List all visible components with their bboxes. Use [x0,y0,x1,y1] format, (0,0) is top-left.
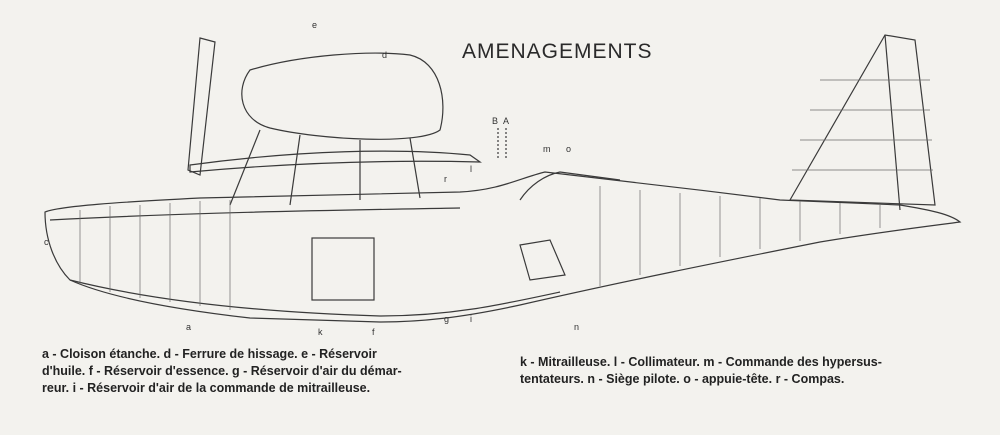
fuel-tank [311,237,375,301]
callout-f: f [372,327,375,337]
propeller [187,37,216,176]
callout-d: d [382,50,387,60]
caption-left-line: d'huile. f - Réservoir d'essence. g - Ré… [42,364,402,378]
pilot-seat [519,239,566,281]
callout-i: i [470,314,472,324]
caption-right-line: tentateurs. n - Siège pilote. o - appuie… [520,372,845,386]
hull-outline [44,171,962,323]
callout-l: l [470,164,472,174]
mark-A: A [503,116,509,126]
callout-e: e [312,20,317,30]
engine-nacelle [241,52,444,140]
hull-cutaway-drawing: B A a c d e f g i k l m n o r [44,20,962,337]
figure-title: AMENAGEMENTS [462,40,653,63]
caption-right-line: k - Mitrailleuse. l - Collimateur. m - C… [520,355,882,369]
callout-r: r [444,174,447,184]
caption-right: k - Mitrailleuse. l - Collimateur. m - C… [520,354,882,388]
tail-fin [788,34,936,206]
callout-k: k [318,327,323,337]
callout-g: g [444,314,449,324]
callout-a: a [186,322,191,332]
caption-left: a - Cloison étanche. d - Ferrure de hiss… [42,346,402,397]
callout-o: o [566,144,571,154]
mark-B: B [492,116,498,126]
caption-left-line: a - Cloison étanche. d - Ferrure de hiss… [42,347,377,361]
callout-n: n [574,322,579,332]
caption-left-line: reur. i - Réservoir d'air de la commande… [42,381,371,395]
wing [189,150,482,173]
callout-m: m [543,144,551,154]
cockpit-fairing [519,171,621,201]
callout-c: c [44,237,49,247]
